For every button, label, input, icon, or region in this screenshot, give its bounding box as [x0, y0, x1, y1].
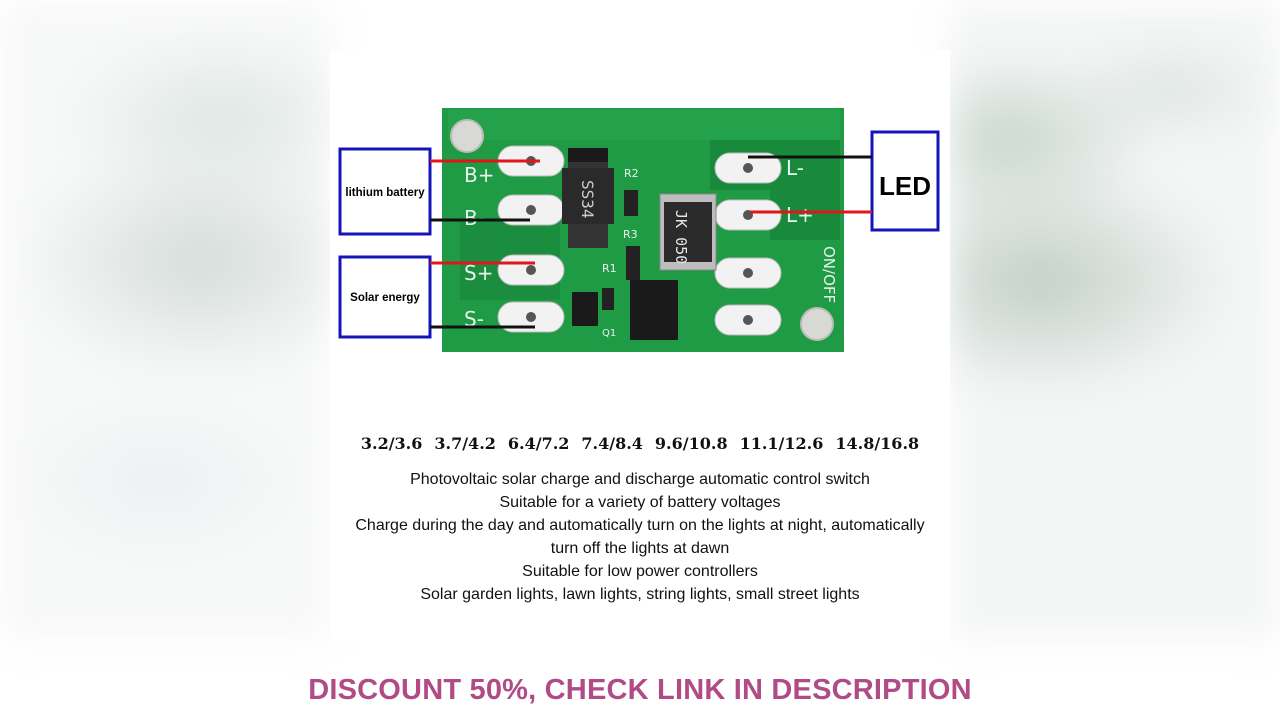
voltage-option: 3.2/3.6: [360, 434, 423, 453]
description-line: Photovoltaic solar charge and discharge …: [410, 471, 870, 488]
product-description: Photovoltaic solar charge and discharge …: [340, 468, 940, 606]
solar-label: Solar energy: [350, 292, 420, 304]
pad-label-s-plus: S+: [464, 261, 493, 285]
r1-label: R1: [602, 262, 617, 275]
voltage-option: 11.1/12.6: [739, 434, 824, 453]
mounting-hole: [800, 307, 834, 341]
discount-banner: DISCOUNT 50%, CHECK LINK IN DESCRIPTION: [308, 674, 972, 706]
inductor-jk050: JK 050: [659, 193, 717, 271]
battery-label: lithium battery: [345, 187, 425, 199]
pad-l-minus: [714, 152, 782, 184]
r3-label: R3: [623, 228, 638, 241]
mosfet-chip: [630, 280, 678, 340]
pad-label-l-plus: L+: [786, 203, 814, 227]
diode-ss34: SS34: [562, 148, 614, 248]
description-line: Suitable for a variety of battery voltag…: [499, 494, 781, 511]
pad-label-b-plus: B+: [464, 163, 494, 187]
pad-label-s-minus: S-: [464, 307, 484, 331]
resistor-r2: [624, 190, 638, 216]
transistor-q1: [572, 292, 598, 326]
voltage-option: 3.7/4.2: [434, 434, 496, 453]
pad-s-minus: [497, 301, 565, 333]
pad-s-plus: [497, 254, 565, 286]
r2-label: R2: [624, 167, 639, 180]
product-image-card: B+ B- S+ S- L- L+ ON/OFF SS34 R2 R3 R1 J…: [330, 50, 950, 640]
blurred-background-right: [950, 0, 1280, 640]
controller-board-diagram: B+ B- S+ S- L- L+ ON/OFF SS34 R2 R3 R1 J…: [338, 108, 940, 352]
q1-label: Q1: [602, 328, 616, 339]
led-label: LED: [879, 171, 931, 201]
voltage-option: 9.6/10.8: [654, 434, 728, 453]
voltage-options: 3.2/3.6 3.7/4.2 6.4/7.2 7.4/8.4 9.6/10.8…: [330, 434, 950, 453]
inductor-marking: JK 050: [672, 210, 690, 264]
voltage-option: 7.4/8.4: [581, 434, 643, 453]
battery-label-box: [338, 147, 432, 236]
pad-switch-2: [714, 304, 782, 336]
solar-label-box: [338, 255, 432, 339]
description-line: Solar garden lights, lawn lights, string…: [420, 586, 860, 603]
mounting-hole: [450, 119, 484, 153]
led-label-box: [870, 130, 940, 232]
diode-marking: SS34: [578, 180, 597, 219]
resistor-r1: [602, 288, 614, 310]
resistor-r3: [626, 246, 640, 280]
switch-label: ON/OFF: [820, 246, 838, 303]
pad-label-l-minus: L-: [786, 156, 804, 180]
pad-label-b-minus: B-: [464, 206, 485, 230]
pad-switch-1: [714, 257, 782, 289]
description-line: Suitable for low power controllers: [522, 563, 758, 580]
voltage-option: 14.8/16.8: [835, 434, 920, 453]
blurred-background-left: [0, 0, 330, 640]
pad-l-plus: [714, 199, 782, 231]
description-line: Charge during the day and automatically …: [355, 517, 925, 557]
voltage-option: 6.4/7.2: [507, 434, 570, 453]
